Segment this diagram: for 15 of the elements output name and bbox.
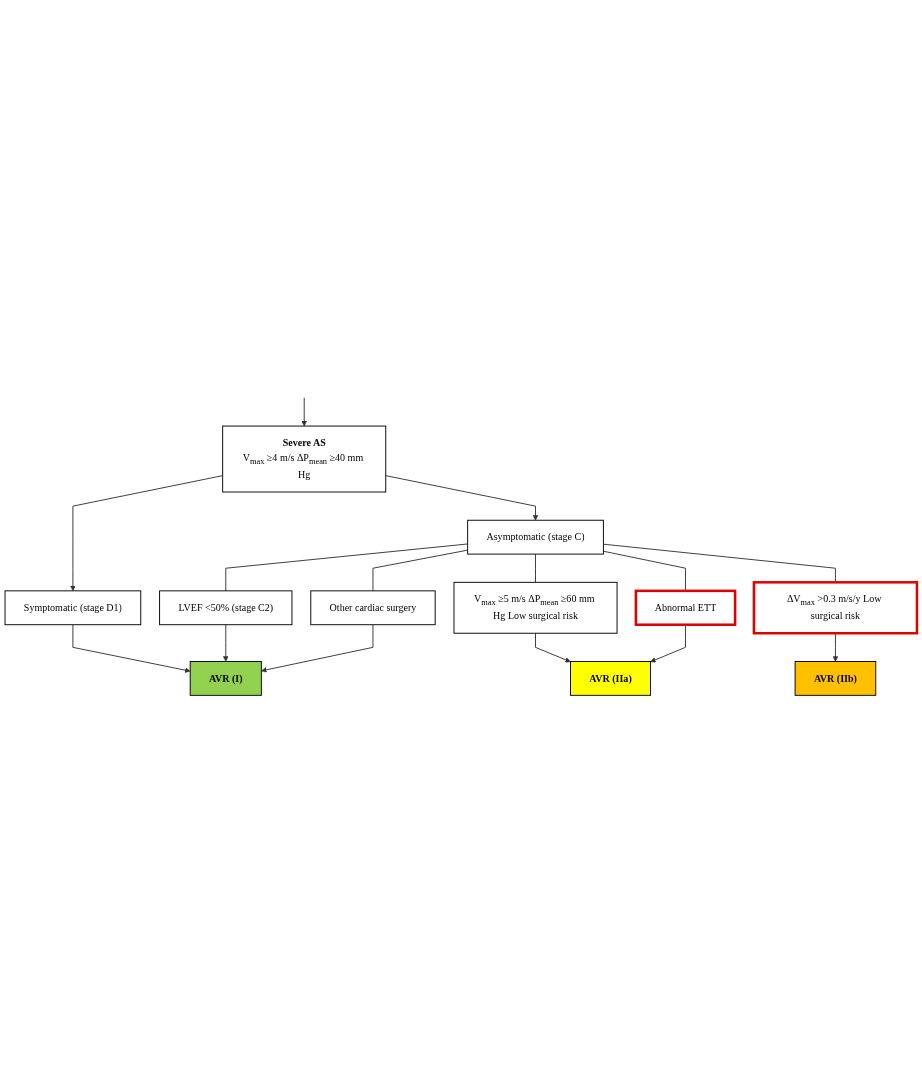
node-box: AVR (I) <box>189 660 262 696</box>
connector <box>602 543 836 583</box>
node-box: Abnormal ETT <box>634 589 737 626</box>
node-box: AVR (IIb) <box>794 660 877 696</box>
node-box: Severe AS V$_{max}$ ≥4 m/s ΔP$_{mean}$ ≥40 mm Hg <box>222 425 387 493</box>
connector <box>225 543 469 592</box>
node-box: LVEF <50% (stage C2) <box>159 590 293 625</box>
node-box: Other cardiac surgery <box>310 590 436 625</box>
node-box: Asymptomatic (stage C) <box>467 519 604 555</box>
node-box: V$_{max}$ ≥5 m/s ΔP$_{mean}$ ≥60 mm Hg Low surgical risk <box>453 581 618 634</box>
node-box: Symptomatic (stage D1) <box>4 590 142 625</box>
connector <box>535 553 536 583</box>
node-box: ΔV$_{max}$ >0.3 m/s/y Low surgical risk <box>752 580 919 635</box>
node-box: AVR (IIa) <box>569 660 651 696</box>
connector <box>372 549 469 592</box>
